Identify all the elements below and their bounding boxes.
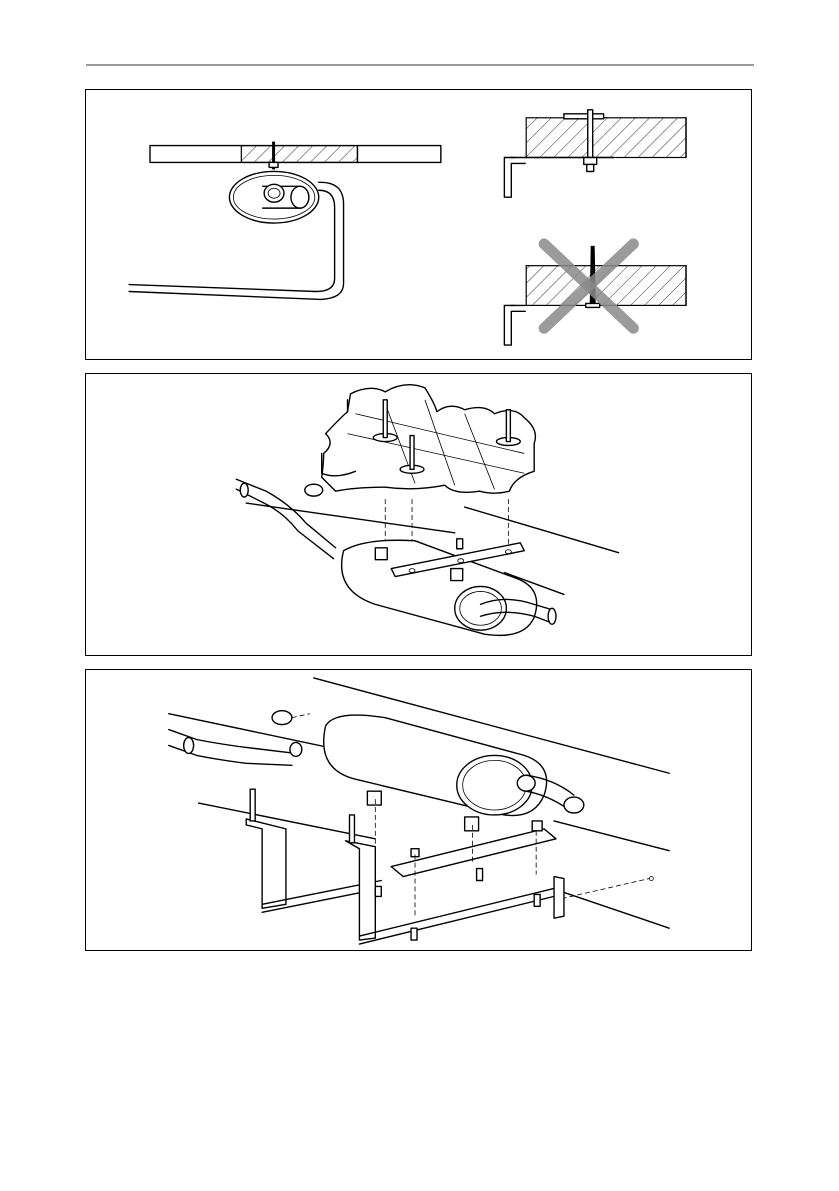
pipe-clamp-icon	[184, 738, 194, 754]
nut-icon	[457, 539, 463, 549]
rubber-mount-icon	[305, 484, 323, 496]
underfloor-mounting-drawing	[86, 374, 751, 655]
l-bracket-left	[246, 819, 286, 908]
floor-correct-section	[526, 118, 686, 158]
figure-silencer-underfloor-mounting	[85, 373, 752, 656]
bolt-icon	[383, 400, 387, 438]
figure-mounting-position	[85, 89, 752, 360]
header-rule	[86, 64, 754, 66]
bracket-correct	[504, 157, 525, 197]
l-bracket-right	[346, 841, 376, 940]
bolt-icon	[250, 789, 255, 821]
figure-silencer-bracket-mounting	[85, 669, 752, 951]
rubber-mount-icon	[272, 711, 292, 725]
mounting-position-drawing	[86, 90, 751, 359]
bracket-mounting-drawing	[86, 670, 751, 950]
pipe-clamp-icon	[240, 483, 248, 497]
exhaust-pipe	[236, 489, 333, 559]
bracket-incorrect	[504, 305, 525, 345]
nut-icon	[532, 821, 542, 831]
